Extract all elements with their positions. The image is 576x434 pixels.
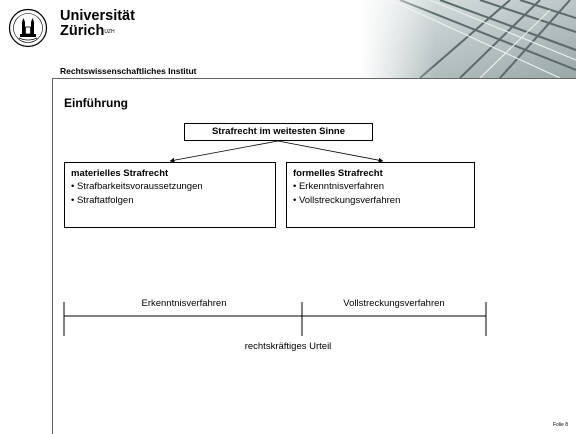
arrow-to-right-box: [277, 140, 384, 163]
root-box: Strafrecht im weitesten Sinne: [184, 123, 373, 141]
timeline-right-label: Vollstreckungsverfahren: [343, 298, 445, 309]
left-divider: [52, 78, 53, 434]
slide-title: Einführung: [64, 96, 128, 110]
right-box-item: • Vollstreckungsverfahren: [293, 195, 401, 206]
uzh-superscript: UZH: [104, 29, 115, 35]
right-box: formelles Strafrecht • Erkenntnisverfahr…: [286, 162, 475, 228]
left-box-item: • Straftatfolgen: [71, 195, 134, 206]
university-name: Universität: [60, 8, 135, 24]
university-city: ZürichUZH: [60, 23, 115, 39]
right-box-item: • Erkenntnisverfahren: [293, 181, 384, 192]
architecture-photo-icon: [360, 0, 576, 78]
timeline-caption: rechtskräftiges Urteil: [244, 341, 332, 352]
arrow-to-left-box: [169, 140, 279, 163]
left-box-title: materielles Strafrecht: [71, 168, 169, 179]
slide-number: Folie 8: [552, 422, 568, 428]
institute-name: Rechtswissenschaftliches Institut: [60, 66, 197, 76]
timeline-left-label: Erkenntnisverfahren: [141, 298, 227, 309]
left-box-item: • Strafbarkeitsvoraussetzungen: [71, 181, 203, 192]
university-seal-icon: [8, 8, 48, 48]
header-divider: [52, 78, 576, 79]
right-box-title: formelles Strafrecht: [293, 168, 383, 179]
left-box: materielles Strafrecht • Strafbarkeitsvo…: [64, 162, 276, 228]
